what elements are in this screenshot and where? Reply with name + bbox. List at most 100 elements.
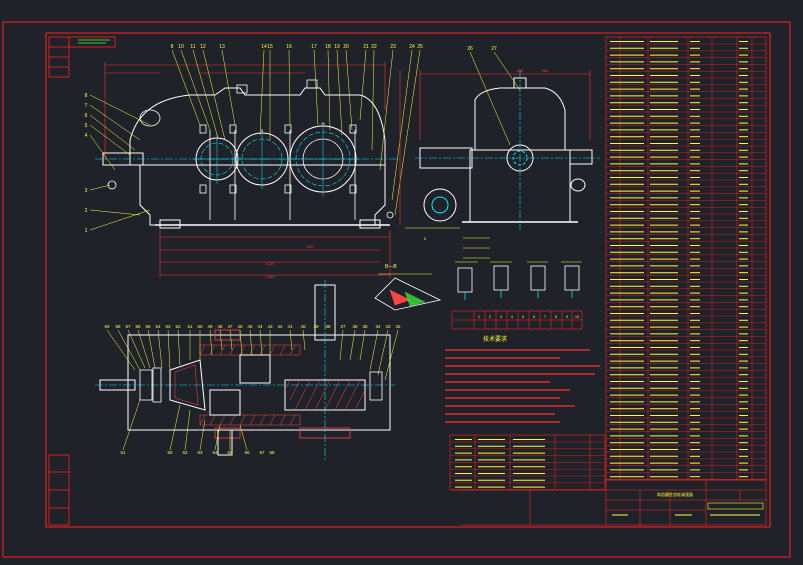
lifting-lugs — [107, 79, 394, 219]
side-part-number: 27 — [491, 46, 497, 52]
front-view — [89, 49, 421, 278]
title-block-stamp — [707, 502, 764, 510]
front-bottom-dimensions — [159, 70, 401, 278]
plan-top-number: 48 — [217, 324, 223, 329]
plan-top-number: 36 — [352, 324, 358, 329]
front-part-number: 16 — [286, 44, 292, 50]
leader-27 — [493, 51, 521, 91]
inner-frame — [45, 32, 771, 528]
front-part-number: 24 — [409, 44, 415, 50]
left-margin-strip — [48, 36, 70, 526]
gear-table-digit: 8 — [555, 315, 557, 319]
plan-gear-blocks — [209, 354, 366, 416]
plan-bevel-hatch — [174, 364, 199, 406]
plan-top-number: 44 — [257, 324, 263, 329]
plan-top-number: 37 — [340, 324, 346, 329]
plan-top-number: 40 — [300, 324, 306, 329]
front-part-number: 12 — [200, 44, 206, 50]
plan-top-number: 52 — [175, 324, 181, 329]
plan-top-number: 54 — [155, 324, 161, 329]
cover-bolts — [199, 124, 357, 194]
section-label: B—B — [385, 264, 397, 270]
front-part-number: 13 — [219, 44, 225, 50]
parts-list-right — [605, 36, 767, 481]
front-part-number: 15 — [267, 44, 273, 50]
zero-label: 0 — [424, 236, 427, 241]
plan-top-number: 42 — [277, 324, 283, 329]
side-dimensions — [419, 70, 591, 140]
plan-top-number: 55 — [145, 324, 151, 329]
casing-ribs — [209, 130, 356, 220]
left-part-number: 8 — [85, 93, 88, 99]
plan-top-number: 50 — [197, 324, 203, 329]
plan-top-number: 41 — [287, 324, 293, 329]
dimension-label: 940 — [307, 244, 314, 249]
shaft-detail-sections — [457, 265, 580, 300]
gear-table-digit: 7 — [544, 315, 546, 319]
title-block-name: 斜齿圆柱齿轮减速器 — [657, 491, 693, 497]
front-leader-lines — [89, 49, 421, 231]
plan-bottom-shaft — [217, 429, 233, 456]
plan-top-number: 51 — [187, 324, 193, 329]
front-part-number: 10 — [178, 44, 184, 50]
coupling-detail-inner — [431, 196, 449, 214]
plan-top-number: 38 — [325, 324, 331, 329]
drain-plug — [570, 178, 586, 192]
left-part-number: 1 — [85, 228, 88, 234]
front-part-number: 21 — [363, 44, 369, 50]
plan-top-number: 35 — [362, 324, 368, 329]
gear-III — [286, 122, 360, 196]
gear-table-digit: 1 — [478, 315, 480, 319]
plan-top-number: 49 — [207, 324, 213, 329]
plan-leader-lines — [106, 329, 399, 451]
plan-top-number: 58 — [115, 324, 121, 329]
plan-top-number: 33 — [385, 324, 391, 329]
plan-top-number: 45 — [247, 324, 253, 329]
front-part-number: 8 — [171, 44, 174, 50]
technical-notes: 技术要求 — [445, 335, 600, 423]
front-part-number: 20 — [343, 44, 349, 50]
plan-bottom-number: 66 — [244, 450, 250, 455]
side-input-shaft — [569, 149, 593, 165]
left-part-number: 7 — [85, 103, 88, 109]
dimension-label: 1150 — [266, 261, 275, 266]
parts-list-lower — [449, 434, 606, 491]
front-part-number: 19 — [334, 44, 340, 50]
plan-top-number: 59 — [104, 324, 110, 329]
gear-table-digit: 4 — [511, 315, 513, 319]
foot-right — [359, 219, 381, 229]
plan-outline — [127, 334, 391, 431]
foot-left — [159, 219, 181, 229]
side-part-number: 26 — [467, 46, 473, 52]
plan-top-number: 34 — [375, 324, 381, 329]
plan-bottom-number: 64 — [212, 450, 218, 455]
left-part-number: 5 — [85, 123, 88, 129]
plan-top-number: 56 — [135, 324, 141, 329]
gear-table-digit: 5 — [522, 315, 524, 319]
front-part-number: 25 — [417, 44, 423, 50]
leader-26 — [469, 51, 511, 146]
plan-bottom-number: 65 — [227, 450, 233, 455]
plan-bottom-number: 67 — [259, 450, 265, 455]
plan-bevel-gear — [169, 359, 206, 411]
plan-bottom-number: 68 — [269, 450, 275, 455]
plan-bearings — [139, 329, 383, 439]
front-part-number: 22 — [371, 44, 377, 50]
plan-bottom-number: 62 — [182, 450, 188, 455]
front-top-dimensions — [104, 62, 386, 160]
side-part-numbers: 26 27 — [467, 46, 497, 52]
gear-table-digit: 6 — [533, 315, 535, 319]
plan-top-number: 53 — [165, 324, 171, 329]
front-part-number: 18 — [325, 44, 331, 50]
plan-top-number: 39 — [313, 324, 319, 329]
gear-label: I — [216, 136, 217, 141]
plan-top-number: 47 — [227, 324, 233, 329]
gear-label: III — [321, 121, 324, 126]
title-block — [460, 479, 767, 526]
plan-section-view — [95, 280, 399, 460]
front-part-number: 17 — [311, 44, 317, 50]
